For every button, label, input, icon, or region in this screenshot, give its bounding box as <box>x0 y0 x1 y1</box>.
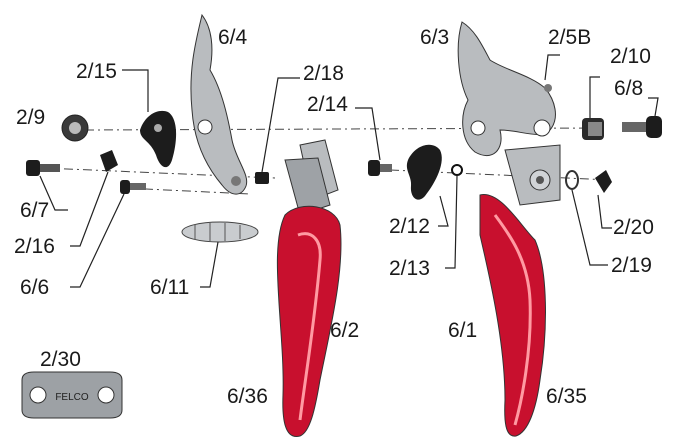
label-2-16: 2/16 <box>14 235 55 258</box>
label-6-4: 6/4 <box>218 26 248 49</box>
wrench-brand-stamp: FELCO <box>55 392 89 403</box>
small-parts <box>26 110 662 243</box>
label-2-9: 2/9 <box>16 106 45 129</box>
label-2-19: 2/19 <box>611 254 652 277</box>
adjustment-wrench-2-30: FELCO <box>21 371 123 419</box>
counter-blade-6-3 <box>457 21 556 157</box>
label-6-6: 6/6 <box>20 276 49 299</box>
label-2-14: 2/14 <box>307 93 348 116</box>
label-6-2: 6/2 <box>330 319 359 342</box>
left-handle-6-2 <box>276 139 342 437</box>
label-6-36: 6/36 <box>227 385 268 408</box>
label-2-5B: 2/5B <box>548 26 591 49</box>
label-2-13: 2/13 <box>389 257 430 280</box>
right-handle-6-1 <box>479 144 561 437</box>
label-2-15: 2/15 <box>76 60 117 83</box>
label-6-1: 6/1 <box>448 319 477 342</box>
label-6-35: 6/35 <box>546 385 587 408</box>
leader-lines <box>39 54 659 288</box>
label-6-3: 6/3 <box>420 26 449 49</box>
label-6-7: 6/7 <box>20 199 49 222</box>
cutting-blade-6-4 <box>190 13 248 195</box>
label-6-8: 6/8 <box>614 77 643 100</box>
label-2-12: 2/12 <box>389 215 430 238</box>
label-2-30: 2/30 <box>40 348 81 371</box>
label-2-18: 2/18 <box>303 62 344 85</box>
label-2-10: 2/10 <box>610 45 651 68</box>
label-6-11: 6/11 <box>150 276 189 299</box>
label-2-20: 2/20 <box>613 216 654 239</box>
part-labels: 6/4 2/15 2/18 2/14 2/9 6/7 2/16 6/6 6/11… <box>14 26 654 408</box>
